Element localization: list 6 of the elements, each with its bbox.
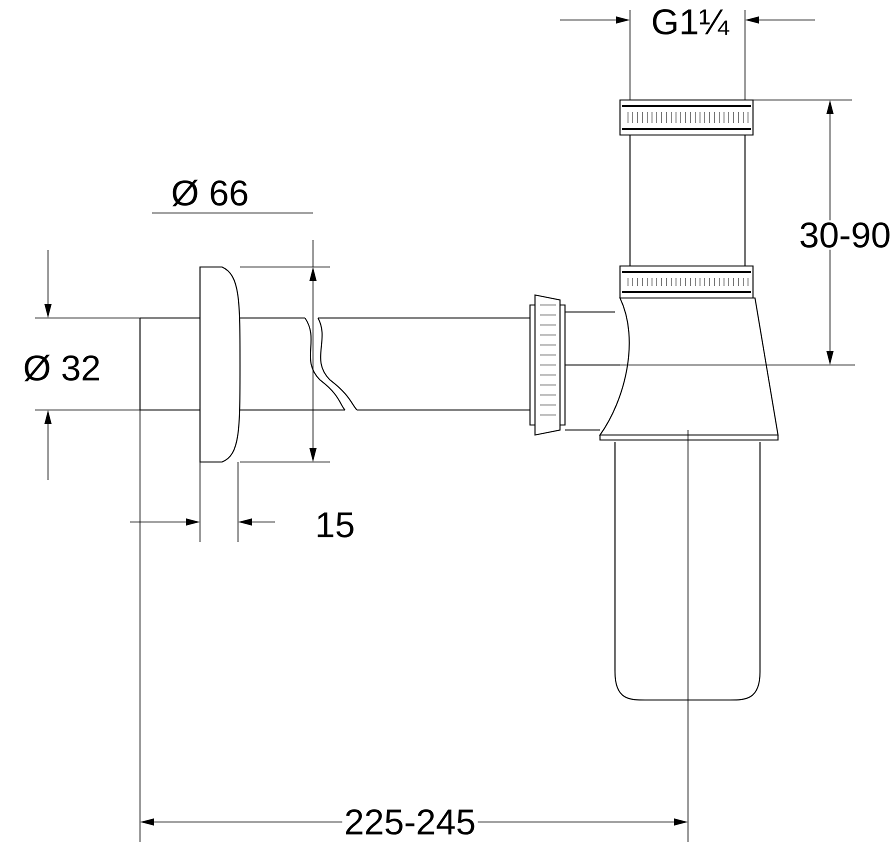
dimension-label: 225-245 [342,807,478,837]
dimension-label: 15 [313,510,357,540]
dimension-label: G1¼ [649,7,731,37]
dimension-label: 30-90 [797,220,893,250]
dimension-label: Ø 66 [169,178,251,208]
dimension-label: Ø 32 [21,352,103,384]
